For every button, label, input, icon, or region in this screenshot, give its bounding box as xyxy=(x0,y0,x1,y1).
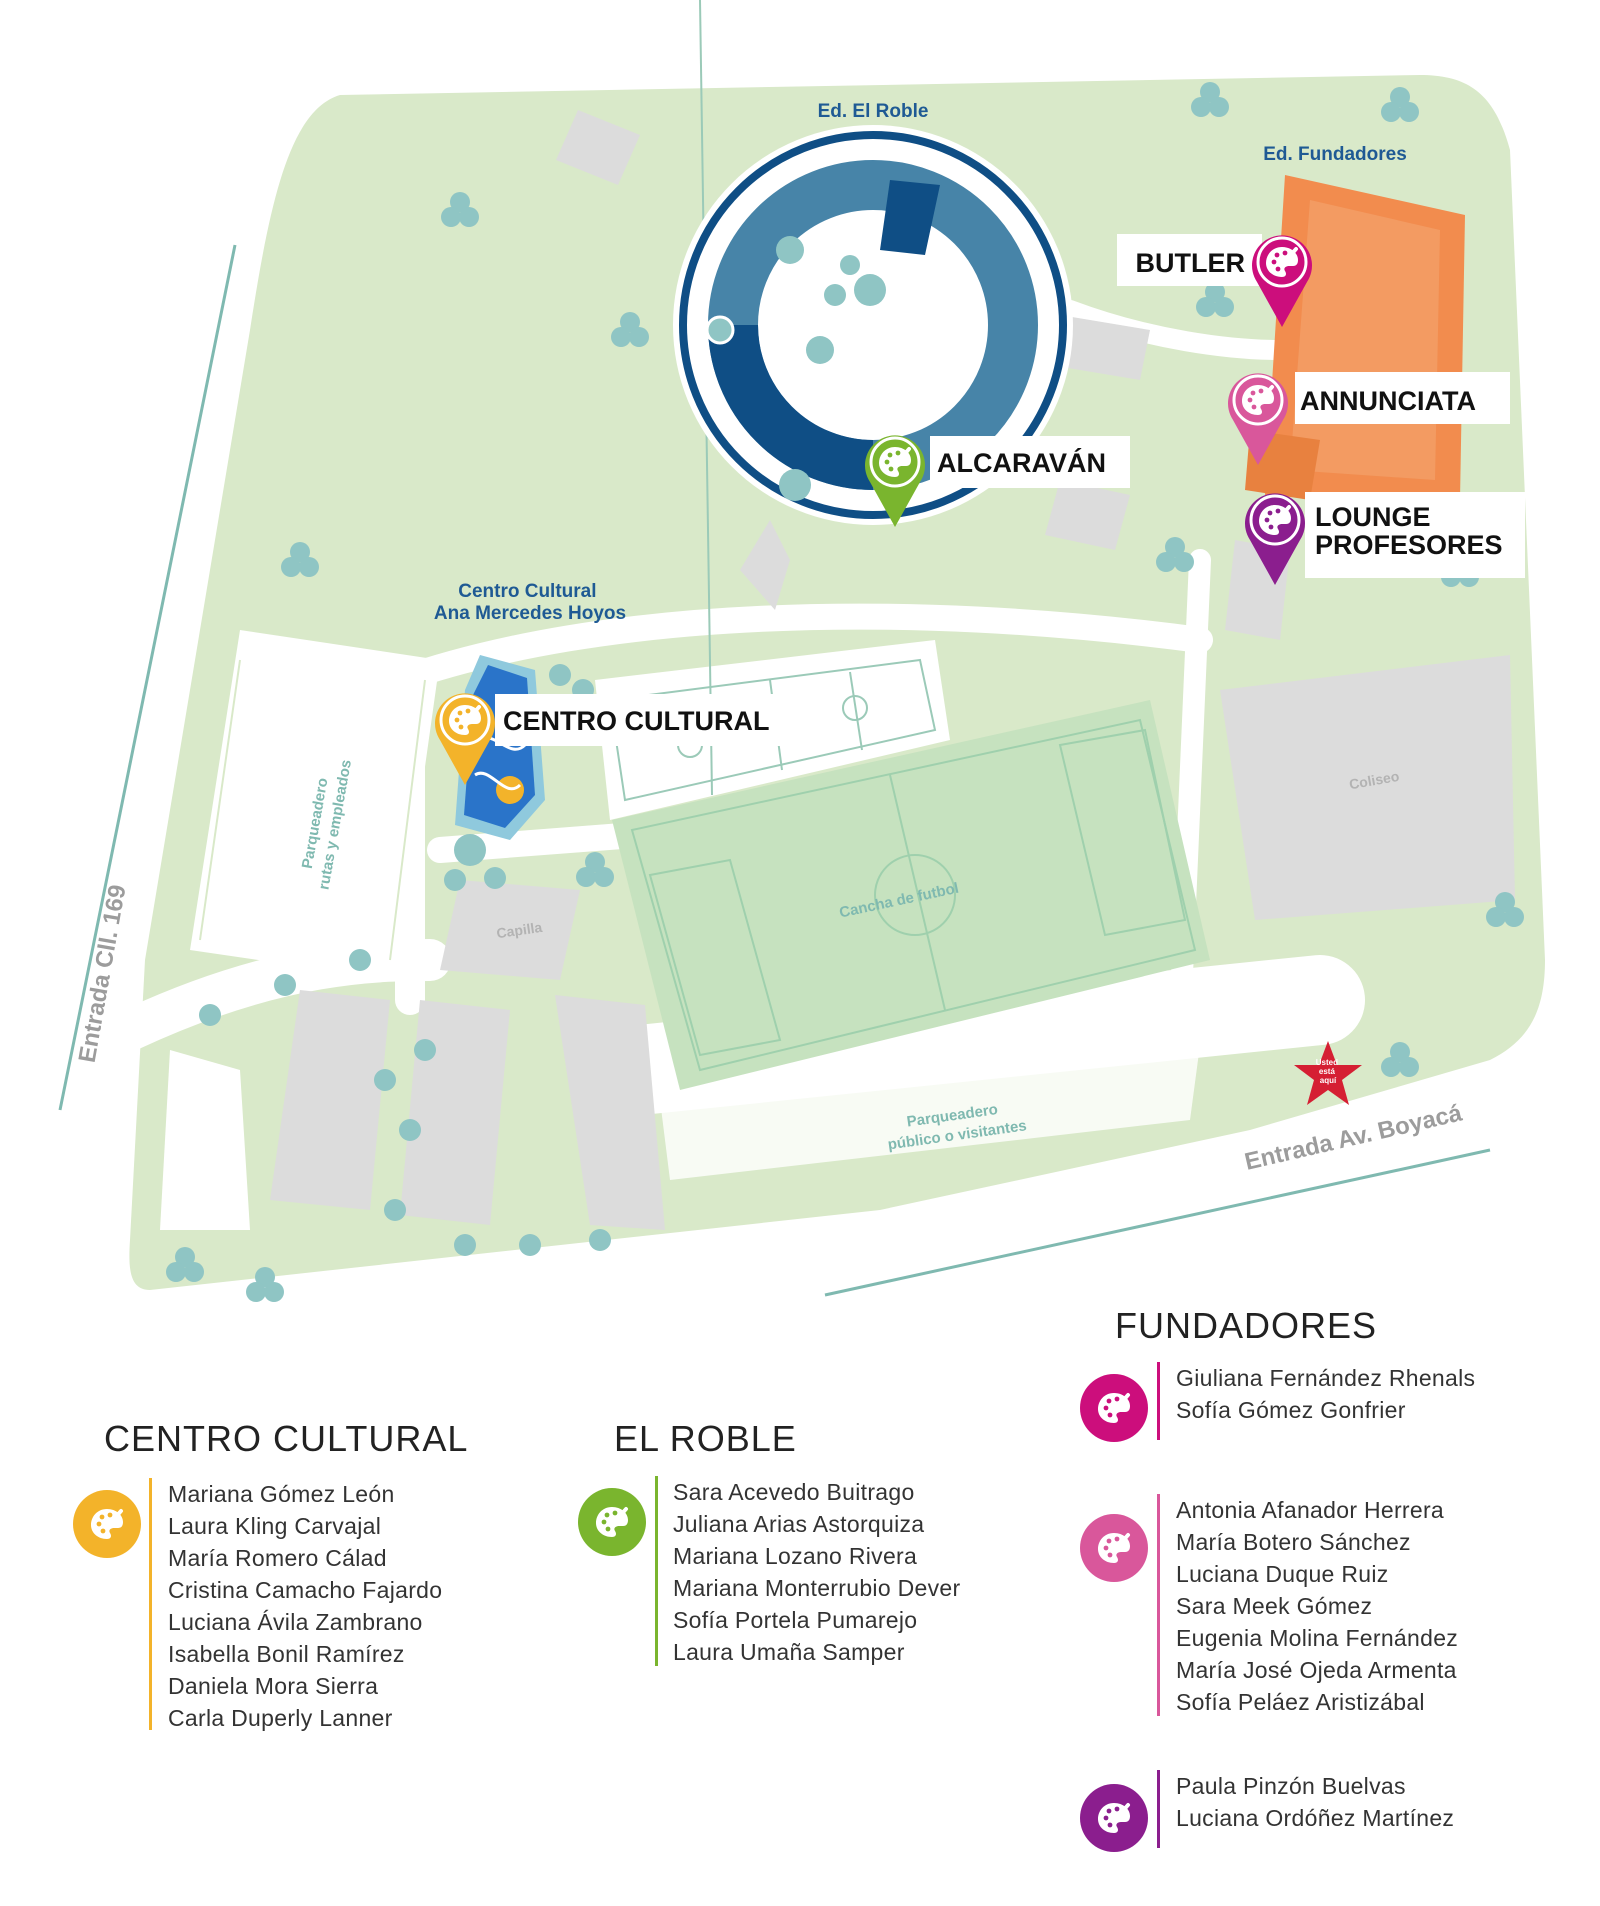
palette-icon xyxy=(73,1490,141,1558)
palette-icon xyxy=(1080,1374,1148,1442)
capilla-label: Capilla xyxy=(495,919,543,941)
legend-name: María José Ojeda Armenta xyxy=(1176,1657,1457,1683)
legend-name: Giuliana Fernández Rhenals xyxy=(1176,1365,1476,1391)
legend-name: Laura Umaña Samper xyxy=(673,1639,905,1665)
legend-fundadores: FUNDADORES xyxy=(1115,1305,1377,1347)
legend-name: Mariana Lozano Rivera xyxy=(673,1543,918,1569)
legend-name: Daniela Mora Sierra xyxy=(168,1673,379,1699)
pin-lounge-profesores[interactable]: LOUNGE PROFESORES xyxy=(1245,492,1525,585)
legend-name: Carla Duperly Lanner xyxy=(168,1705,393,1731)
legend-name: Mariana Monterrubio Dever xyxy=(673,1575,961,1601)
legend-centro-cultural: CENTRO CULTURAL xyxy=(104,1418,468,1460)
legend-fundadores-title: FUNDADORES xyxy=(1115,1305,1378,1346)
legend-name: Sofía Portela Pumarejo xyxy=(673,1607,918,1633)
soccer-field: Cancha de futbol xyxy=(612,700,1210,1090)
legend-name: Isabella Bonil Ramírez xyxy=(168,1641,405,1667)
legend-name: María Romero Cálad xyxy=(168,1545,387,1571)
legend-name: Cristina Camacho Fajardo xyxy=(168,1577,443,1603)
legend-name: María Botero Sánchez xyxy=(1176,1529,1411,1555)
legend-el-roble: EL ROBLE xyxy=(614,1418,797,1460)
palette-icon xyxy=(1080,1784,1148,1852)
pin-annunciata[interactable]: ANNUNCIATA xyxy=(1228,372,1510,465)
legend-name: Sofía Peláez Aristizábal xyxy=(1176,1689,1425,1715)
trees xyxy=(166,82,1524,1302)
legend-name: Luciana Duque Ruiz xyxy=(1176,1561,1389,1587)
roble-label: Ed. El Roble xyxy=(818,101,929,122)
pin-alcaravan-label: ALCARAVÁN xyxy=(937,447,1106,478)
fundadores-label: Ed. Fundadores xyxy=(1263,144,1407,165)
gray-buildings xyxy=(270,110,1515,1230)
legend-name: Sofía Gómez Gonfrier xyxy=(1176,1397,1406,1423)
svg-text:LOUNGE PROFESORES: LOUNGE PROFESORES xyxy=(1315,502,1503,560)
legend-name: Sara Meek Gómez xyxy=(1176,1593,1373,1619)
boundary-lines xyxy=(58,244,1491,1297)
you-are-here-marker: Usted está aquí xyxy=(1294,1041,1362,1105)
legend-name: Luciana Ávila Zambrano xyxy=(168,1609,423,1635)
pin-annunciata-label: ANNUNCIATA xyxy=(1300,386,1476,416)
parking-empleados: Parqueadero rutas y empleados xyxy=(190,630,440,980)
svg-text:Usted está aquí: Usted está aquí xyxy=(1316,1058,1340,1085)
parking-visitantes: Parqueadero público o visitantes xyxy=(660,1045,1200,1180)
legend-centro-title: CENTRO CULTURAL xyxy=(104,1418,469,1459)
legend-name: Juliana Arias Astorquiza xyxy=(673,1511,925,1537)
campus-map: Parqueadero rutas y empleados Parqueader… xyxy=(58,0,1545,1302)
legend-name: Mariana Gómez León xyxy=(168,1481,395,1507)
legend-roble-title: EL ROBLE xyxy=(614,1418,797,1459)
legend-name: Sara Acevedo Buitrago xyxy=(673,1479,915,1505)
palette-icon xyxy=(578,1488,646,1556)
legend-name: Luciana Ordóñez Martínez xyxy=(1176,1805,1455,1831)
pin-centro-label: CENTRO CULTURAL xyxy=(503,706,769,736)
pin-butler-label: BUTLER xyxy=(1136,248,1246,278)
palette-icon xyxy=(1080,1514,1148,1582)
pin-alcaravan[interactable]: ALCARAVÁN xyxy=(865,435,1130,527)
centro-cultural-building-label: Centro Cultural Ana Mercedes Hoyos xyxy=(434,581,626,624)
legend-name: Eugenia Molina Fernández xyxy=(1176,1625,1459,1651)
pin-centro-cultural[interactable]: CENTRO CULTURAL xyxy=(435,693,785,785)
legend-name: Laura Kling Carvajal xyxy=(168,1513,382,1539)
pin-butler[interactable]: BUTLER xyxy=(1117,234,1312,327)
legend-name: Paula Pinzón Buelvas xyxy=(1176,1773,1406,1799)
legend-name: Antonia Afanador Herrera xyxy=(1176,1497,1445,1523)
